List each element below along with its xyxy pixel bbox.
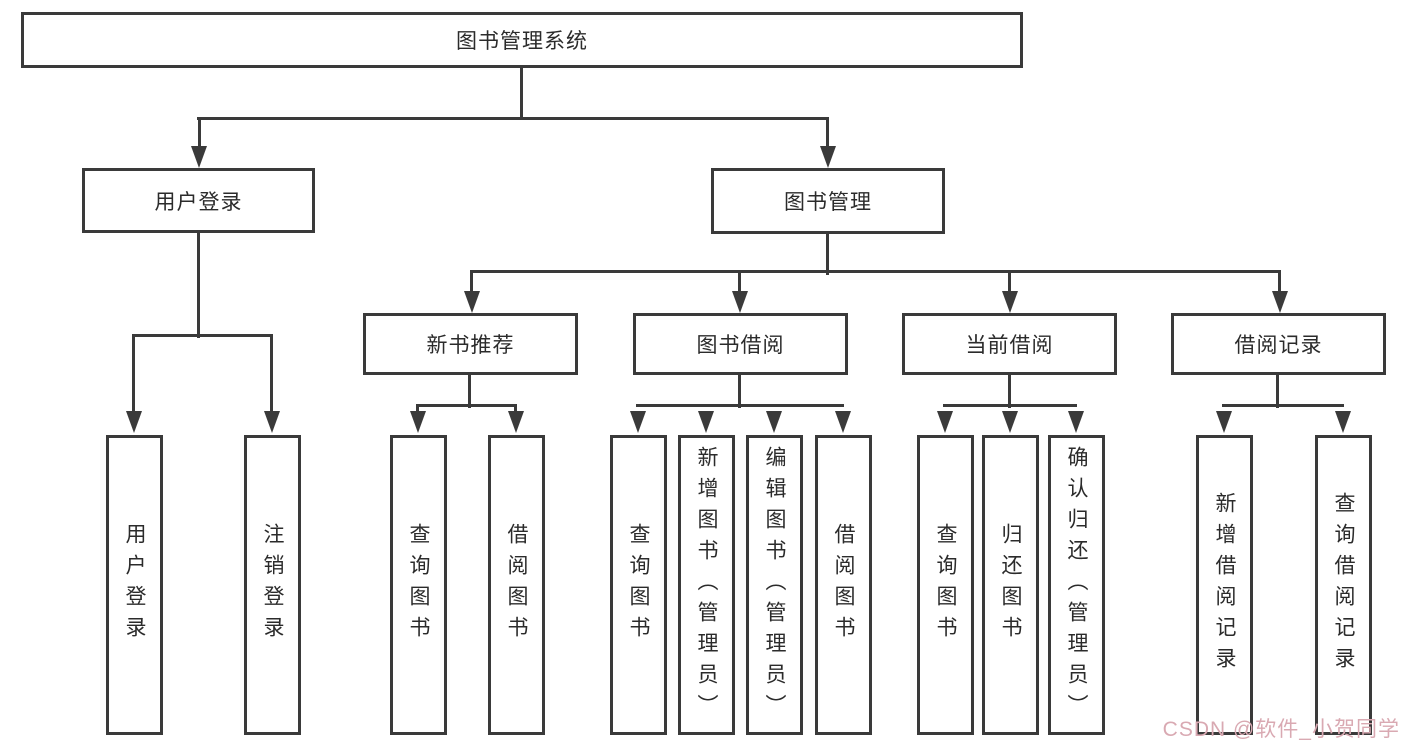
leaf-borrow-books: 借阅图书 <box>815 435 872 735</box>
arrow-down-icon <box>937 411 953 433</box>
node-current-borrowing: 当前借阅 <box>902 313 1117 375</box>
connector-hline <box>943 404 1077 407</box>
arrow-down-icon <box>508 411 524 433</box>
leaf-query-books: 查询图书 <box>390 435 447 735</box>
arrow-down-icon <box>1002 411 1018 433</box>
connector-user-hline <box>132 334 273 337</box>
connector-drop <box>470 270 473 295</box>
arrow-down-icon <box>1068 411 1084 433</box>
connector-drop-user-login <box>198 117 201 151</box>
leaf-add-books-admin: 新增图书（管理员） <box>678 435 735 735</box>
node-book-management: 图书管理 <box>711 168 945 234</box>
connector-stem <box>738 375 741 408</box>
leaf-edit-books-admin: 编辑图书（管理员） <box>746 435 803 735</box>
leaf-add-borrow-record: 新增借阅记录 <box>1196 435 1253 735</box>
arrow-down-icon <box>264 411 280 433</box>
node-new-book-recommend: 新书推荐 <box>363 313 578 375</box>
connector-drop <box>416 404 419 414</box>
node-root: 图书管理系统 <box>21 12 1023 68</box>
arrow-down-icon <box>630 411 646 433</box>
connector-stem <box>1276 375 1279 408</box>
arrow-down-icon <box>464 291 480 313</box>
connector-hline <box>416 404 517 407</box>
connector-level2-hline <box>470 270 1281 273</box>
connector-hline <box>636 404 844 407</box>
arrow-down-icon <box>1335 411 1351 433</box>
leaf-query-books: 查询图书 <box>610 435 667 735</box>
connector-stem <box>468 375 471 408</box>
arrow-down-icon <box>1216 411 1232 433</box>
node-borrow-records: 借阅记录 <box>1171 313 1386 375</box>
connector-drop <box>132 334 135 414</box>
arrow-down-icon <box>410 411 426 433</box>
leaf-borrow-books: 借阅图书 <box>488 435 545 735</box>
arrow-down-icon <box>698 411 714 433</box>
connector-hline <box>1222 404 1344 407</box>
connector-stem <box>1008 375 1011 408</box>
connector-drop <box>738 270 741 295</box>
leaf-confirm-return-admin: 确认归还（管理员） <box>1048 435 1105 735</box>
arrow-down-icon <box>766 411 782 433</box>
connector-level1-hline <box>197 117 829 120</box>
arrow-down-icon <box>191 146 207 168</box>
connector-drop <box>270 334 273 414</box>
connector-drop-book-mgmt <box>826 117 829 151</box>
arrow-down-icon <box>1002 291 1018 313</box>
arrow-down-icon <box>835 411 851 433</box>
connector-drop <box>1008 270 1011 295</box>
leaf-query-borrow-record: 查询借阅记录 <box>1315 435 1372 735</box>
connector-root-stem <box>520 68 523 118</box>
connector-drop <box>514 404 517 414</box>
arrow-down-icon <box>820 146 836 168</box>
connector-mgmt-stem <box>826 234 829 275</box>
leaf-query-books: 查询图书 <box>917 435 974 735</box>
arrow-down-icon <box>1272 291 1288 313</box>
node-user-login: 用户登录 <box>82 168 315 233</box>
leaf-user-login: 用户登录 <box>106 435 163 735</box>
arrow-down-icon <box>732 291 748 313</box>
connector-drop <box>1278 270 1281 295</box>
leaf-logout: 注销登录 <box>244 435 301 735</box>
csdn-watermark: CSDN @软件_小贺同学 <box>1162 718 1400 741</box>
node-book-borrowing: 图书借阅 <box>633 313 848 375</box>
leaf-return-books: 归还图书 <box>982 435 1039 735</box>
connector-user-stem <box>197 233 200 338</box>
arrow-down-icon <box>126 411 142 433</box>
